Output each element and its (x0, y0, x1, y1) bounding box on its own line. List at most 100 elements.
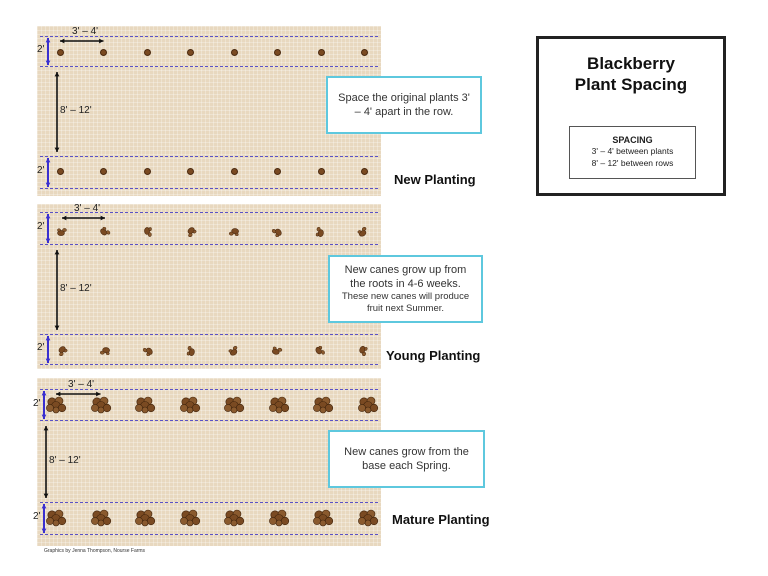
plant-seedling (56, 48, 64, 56)
plant-young-cane (56, 343, 68, 357)
plant-seedling (274, 48, 281, 56)
between-row-spacing-arrow (54, 250, 60, 330)
note-new-planting: Space the original plants 3' – 4' apart … (326, 76, 482, 134)
plant-seedling (274, 167, 281, 175)
row-boundary-line (40, 212, 378, 213)
in-row-spacing-arrow (60, 38, 104, 44)
plant-young-cane (228, 224, 240, 236)
plant-mature-bush (134, 396, 156, 414)
between-row-spacing-label: 8' – 12' (49, 455, 81, 466)
plant-young-cane (99, 224, 111, 236)
plant-young-cane (99, 343, 111, 355)
legend-title-line1: Blackberry (587, 54, 675, 73)
plant-mature-bush (45, 396, 67, 414)
plant-mature-bush (179, 509, 201, 527)
spacing-heading: SPACING (612, 135, 653, 145)
plant-mature-bush (223, 509, 245, 527)
row-width-label: 2' (37, 165, 45, 176)
plant-seedling (361, 167, 368, 175)
plant-seedling (100, 167, 107, 175)
row-width-arrow (45, 38, 51, 65)
row-width-label: 2' (33, 397, 41, 409)
plant-young-cane (56, 224, 68, 236)
between-row-spacing-label: 8' – 12' (60, 105, 92, 116)
row-boundary-line (40, 420, 378, 421)
row-width-arrow (41, 504, 47, 533)
plant-mature-bush (223, 396, 245, 414)
between-row-spacing-label: 8' – 12' (60, 283, 92, 294)
spacing-summary: SPACING 3' – 4' between plants 8' – 12' … (569, 126, 696, 179)
plant-seedling (187, 167, 194, 175)
between-row-spacing-arrow (54, 72, 60, 152)
credit-text: Graphics by Jenna Thompson, Nourse Farms (44, 548, 146, 554)
note-young-planting: New canes grow up from the roots in 4-6 … (328, 255, 483, 323)
in-row-spacing-arrow (62, 215, 105, 221)
plant-seedling (230, 48, 238, 56)
plant-seedling (143, 48, 151, 56)
in-row-spacing-label: 3' – 4' (74, 203, 101, 214)
plant-seedling (317, 167, 325, 175)
plant-young-cane (185, 224, 197, 238)
row-boundary-line (40, 188, 378, 189)
note-main-text: Space the original plants 3' – 4' apart … (338, 92, 470, 118)
row-width-arrow (41, 391, 47, 419)
plant-young-cane (142, 343, 154, 357)
in-row-spacing-label: 3' – 4' (72, 26, 99, 37)
row-boundary-line (40, 334, 378, 335)
plant-young-cane (271, 224, 283, 238)
in-row-spacing-arrow (56, 391, 101, 397)
plant-young-cane (357, 343, 369, 357)
note-main-text: New canes grow up from the roots in 4-6 … (344, 264, 467, 290)
row-width-label: 2' (37, 221, 45, 232)
legend-title: Blackberry Plant Spacing (539, 53, 723, 95)
row-boundary-line (40, 66, 378, 67)
plant-mature-bush (357, 396, 379, 414)
row-boundary-line (40, 156, 378, 157)
plant-young-cane (314, 343, 326, 355)
row-boundary-line (40, 389, 378, 390)
spacing-between-rows: 8' – 12' between rows (591, 158, 674, 168)
plant-seedling (143, 167, 151, 175)
plant-mature-bush (134, 509, 156, 527)
plant-mature-bush (45, 509, 67, 527)
plant-seedling (317, 48, 325, 56)
plant-mature-bush (90, 509, 112, 527)
row-width-label: 2' (33, 511, 41, 522)
plant-mature-bush (312, 396, 334, 414)
stage-label-new-planting: New Planting (394, 172, 476, 187)
plant-mature-bush (268, 396, 290, 414)
plant-seedling (56, 167, 64, 175)
plant-young-cane (185, 343, 197, 356)
row-boundary-line (40, 364, 378, 365)
plant-seedling (100, 48, 107, 56)
stage-label-mature-planting: Mature Planting (392, 512, 490, 527)
plant-seedling (187, 48, 194, 56)
row-width-label: 2' (37, 44, 45, 55)
plant-mature-bush (312, 509, 334, 527)
plant-mature-bush (357, 509, 379, 527)
plant-young-cane (228, 343, 240, 356)
plant-seedling (361, 48, 368, 56)
note-mature-planting: New canes grow from the base each Spring… (328, 430, 485, 488)
plant-mature-bush (90, 396, 112, 414)
row-boundary-line (40, 502, 378, 503)
between-row-spacing-arrow (43, 426, 49, 498)
row-width-arrow (45, 158, 51, 187)
legend-box: Blackberry Plant Spacing SPACING 3' – 4'… (536, 36, 726, 196)
plant-young-cane (357, 224, 369, 237)
row-boundary-line (40, 36, 378, 37)
legend-title-line2: Plant Spacing (574, 75, 688, 94)
stage-label-young-planting: Young Planting (386, 348, 481, 363)
in-row-spacing-label: 3' – 4' (68, 379, 95, 390)
plant-young-cane (314, 224, 326, 237)
note-sub-text: These new canes will produce fruit next … (341, 291, 470, 314)
plant-young-cane (271, 343, 283, 355)
plant-seedling (230, 167, 238, 175)
note-main-text: New canes grow from the base each Spring… (344, 446, 469, 472)
row-boundary-line (40, 534, 378, 535)
row-width-arrow (45, 214, 51, 243)
plant-young-cane (142, 224, 154, 237)
row-width-label: 2' (37, 342, 45, 353)
plant-mature-bush (179, 396, 201, 414)
spacing-between-plants: 3' – 4' between plants (591, 146, 674, 156)
